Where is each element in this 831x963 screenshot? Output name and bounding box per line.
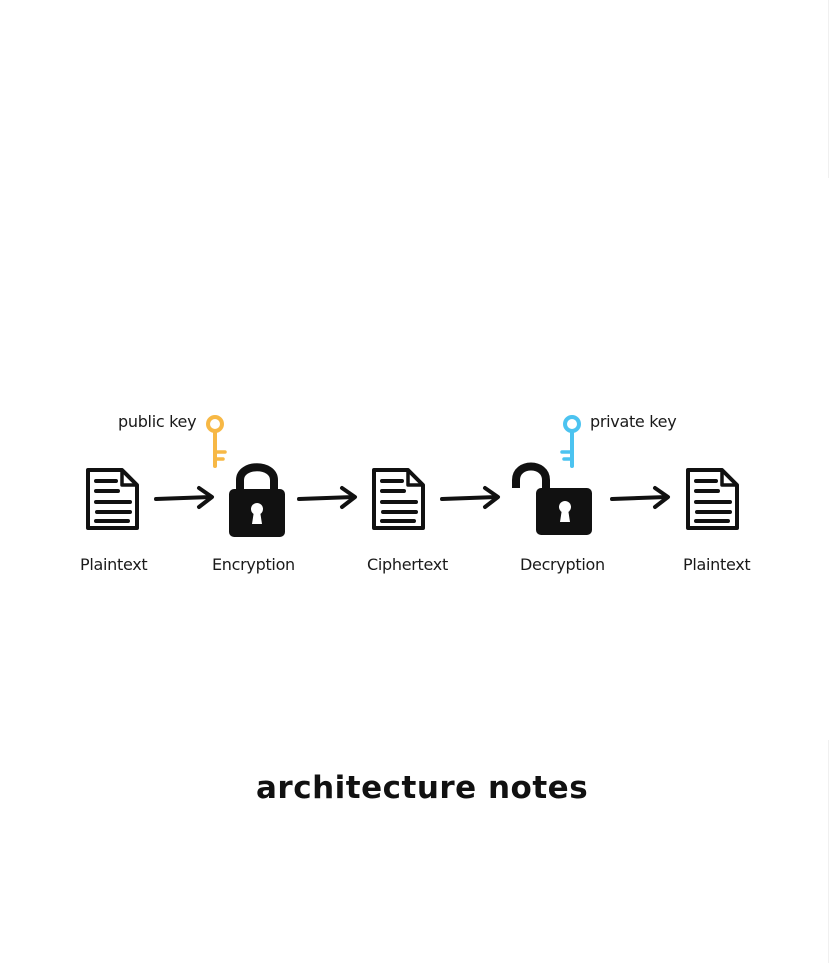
step-label-decryption: Decryption: [520, 555, 605, 574]
public-key-icon: [206, 415, 227, 468]
step-label-plaintext: Plaintext: [80, 555, 148, 574]
step-label-plaintext-output: Plaintext: [683, 555, 751, 574]
right-edge-divider-top: [828, 0, 829, 178]
arrow-right-icon: [297, 486, 357, 509]
lock-open-icon: [512, 462, 592, 535]
document-icon: [372, 468, 425, 530]
page-title: architecture notes: [256, 770, 589, 806]
public-key-label: public key: [118, 412, 197, 431]
arrow-right-icon: [440, 486, 500, 509]
private-key-label: private key: [590, 412, 677, 431]
document-icon: [86, 468, 139, 530]
step-label-encryption: Encryption: [212, 555, 295, 574]
right-edge-divider-bottom: [828, 740, 829, 963]
private-key-icon: [560, 415, 581, 468]
step-label-ciphertext: Ciphertext: [367, 555, 448, 574]
arrow-right-icon: [610, 486, 670, 509]
lock-closed-icon: [229, 463, 285, 537]
document-icon: [686, 468, 739, 530]
arrow-right-icon: [154, 486, 214, 509]
